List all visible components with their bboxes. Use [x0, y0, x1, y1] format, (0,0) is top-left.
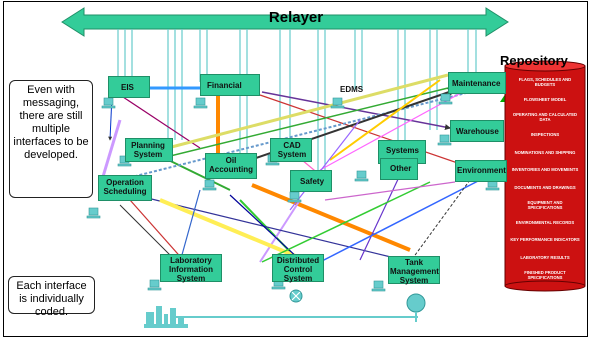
- repository-title: Repository: [500, 53, 568, 68]
- relayer-label: Relayer: [268, 9, 324, 26]
- relayer-connectors: [117, 29, 477, 175]
- tank-node[interactable]: [388, 256, 440, 284]
- repository-item: KEY PERFORMANCE INDICATORS: [510, 237, 580, 242]
- systems-label: Systems: [386, 146, 419, 155]
- lims-label: Laboratory Information System: [169, 256, 213, 283]
- operation-scheduling-label: Operation Scheduling: [103, 178, 147, 196]
- safety-label: Safety: [300, 177, 325, 186]
- edms-label: EDMS: [340, 85, 364, 94]
- eis-node[interactable]: [108, 76, 150, 98]
- repository-item: INVENTORIES AND MOVEMENTS: [511, 167, 579, 172]
- financial-label: Financial: [207, 81, 242, 90]
- repository-cylinder: [504, 60, 586, 292]
- repository-item: ENVIRONMENTAL RECORDS: [515, 219, 575, 225]
- safety-node[interactable]: [290, 170, 332, 192]
- maintenance-node[interactable]: [448, 72, 506, 94]
- plant-network: [144, 289, 426, 328]
- repository-item: INSPECTIONS: [530, 132, 560, 137]
- repository-item: EQUIPMENT AND SPECIFICATIONS: [527, 199, 563, 210]
- financial-node[interactable]: [200, 74, 260, 96]
- repository-item: FLAGS, SCHEDULES AND BUDGETS: [518, 77, 572, 87]
- environment-label: Environment: [457, 166, 506, 175]
- repository-item: DOCUMENTS AND DRAWINGS: [514, 184, 576, 190]
- tank-label: Tank Management System: [390, 258, 439, 285]
- repository-item: NOMINATIONS AND SHIPPING: [514, 149, 576, 155]
- warehouse-label: Warehouse: [456, 127, 499, 136]
- eis-label: EIS: [121, 83, 134, 92]
- callout-multiple-interfaces: Even with messaging, there are still mul…: [9, 80, 93, 198]
- repository-item: FINISHED PRODUCT SPECIFICATIONS: [524, 269, 566, 280]
- cad-label: CAD System: [277, 141, 307, 159]
- other-node[interactable]: [380, 158, 418, 180]
- repository-item: OPERATING AND CALCULATED DATA: [512, 112, 578, 122]
- interface-lines: [100, 73, 551, 266]
- other-label: Other: [390, 164, 412, 173]
- relayer-bar: [61, 7, 509, 37]
- maintenance-label: Maintenance: [452, 79, 501, 88]
- repository-item: FLOWSHEET MODEL: [523, 97, 567, 102]
- cad-node[interactable]: [270, 138, 312, 162]
- dcs-label: Distributed Control System: [276, 256, 320, 283]
- oil-accounting-node[interactable]: [205, 153, 257, 179]
- lims-node[interactable]: [160, 254, 222, 282]
- operation-scheduling-node[interactable]: [98, 175, 152, 201]
- planning-node[interactable]: [125, 138, 173, 162]
- oil-accounting-label: Oil Accounting: [209, 156, 253, 174]
- warehouse-node[interactable]: [450, 120, 504, 142]
- dcs-node[interactable]: [272, 254, 324, 282]
- callout-individually-coded: Each interface is individually coded.: [8, 276, 95, 318]
- planning-label: Planning System: [131, 141, 165, 159]
- repository-item: LABORATORY RESULTS: [520, 254, 570, 260]
- environment-node[interactable]: [455, 160, 507, 182]
